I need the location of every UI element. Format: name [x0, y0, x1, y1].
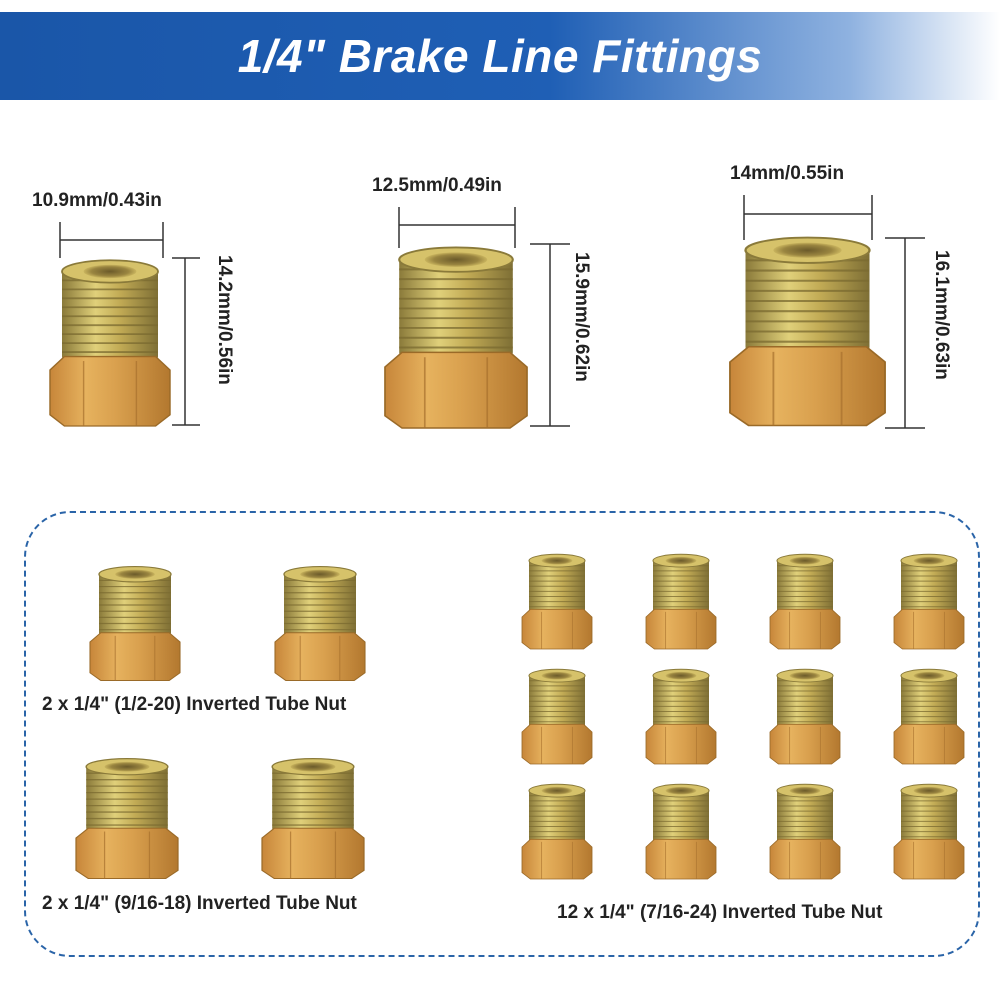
tube-nut-icon [645, 553, 717, 650]
kit-contents-box [24, 511, 980, 957]
dimension-lines [59, 195, 925, 429]
tube-nut-icon [383, 246, 529, 430]
tube-nut-icon [893, 668, 965, 765]
tube-nut-icon [769, 553, 841, 650]
tube-nut-icon [769, 668, 841, 765]
tube-nut-icon [49, 259, 171, 427]
group-caption-7-16-24: 12 x 1/4" (7/16-24) Inverted Tube Nut [557, 902, 883, 923]
tube-nut-icon [89, 565, 181, 682]
page-title: 1/4" Brake Line Fittings [237, 30, 763, 82]
tube-nut-icon [893, 553, 965, 650]
tube-nut-icon [521, 783, 593, 880]
tube-nut-icon [645, 668, 717, 765]
tube-nut-icon [769, 783, 841, 880]
tube-nut-icon [274, 565, 366, 682]
dimension-width-label-medium: 12.5mm/0.49in [372, 175, 502, 196]
tube-nut-icon [521, 553, 593, 650]
dimension-width-label-large: 14mm/0.55in [730, 163, 845, 184]
tube-nut-icon [645, 783, 717, 880]
group-caption-9-16-18: 2 x 1/4" (9/16-18) Inverted Tube Nut [42, 893, 357, 914]
group-caption-1-2-20: 2 x 1/4" (1/2-20) Inverted Tube Nut [42, 694, 347, 715]
title-banner [0, 12, 1000, 100]
dimension-width-label-small: 10.9mm/0.43in [32, 190, 162, 211]
tube-nut-icon [728, 236, 887, 427]
tube-nut-icon [261, 757, 365, 880]
tube-nut-icon [893, 783, 965, 880]
tube-nut-icon [521, 668, 593, 765]
tube-nut-icon [75, 757, 179, 880]
